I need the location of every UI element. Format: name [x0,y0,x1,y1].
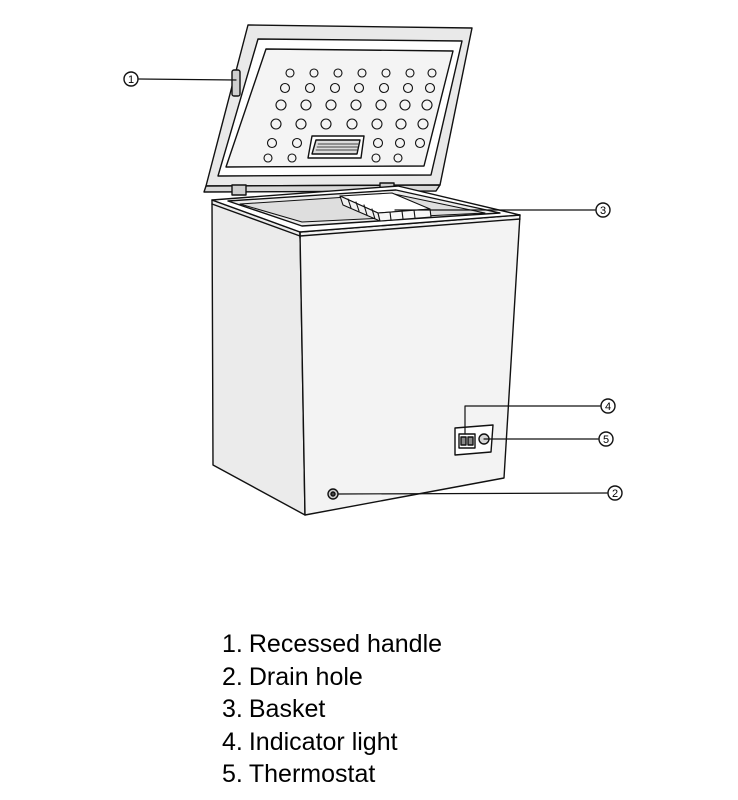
lid-control-panel [307,135,365,159]
svg-text:4: 4 [605,401,611,413]
legend-number: 5. [222,760,243,788]
legend-item-basket: 3. Basket [222,693,442,726]
svg-text:3: 3 [600,205,606,217]
legend-label: Basket [248,695,326,723]
legend-number: 1. [222,630,243,658]
leader-lines [138,78,608,495]
svg-text:5: 5 [603,434,609,446]
legend-label: Recessed handle [248,630,443,658]
freezer-lid [203,24,473,196]
legend-item-indicator-light: 4. Indicator light [222,726,442,759]
legend-item-drain-hole: 2. Drain hole [222,661,442,694]
parts-legend: 1. Recessed handle 2. Drain hole 3. Bask… [222,628,442,791]
basket [339,192,432,222]
legend-label: Indicator light [248,727,398,756]
legend-item-recessed-handle: 1. Recessed handle [222,628,442,661]
legend-number: 2. [222,662,243,691]
callout-marker-1: 1 [123,71,139,87]
legend-label: Drain hole [248,662,363,691]
callout-marker-2: 2 [607,485,623,501]
legend-number: 4. [222,727,243,756]
control-panel [454,424,494,456]
drain-hole-part [327,488,339,500]
chest-freezer-diagram: 1 2 3 4 5 [123,24,623,516]
legend-label: Thermostat [248,760,376,788]
legend-item-thermostat: 5. Thermostat [222,758,442,791]
lid-hinge-left [231,184,247,196]
svg-text:1: 1 [128,74,134,86]
callout-marker-5: 5 [598,431,614,447]
legend-number: 3. [222,695,243,723]
recessed-handle-part [231,69,241,97]
freezer-cabinet [211,185,521,516]
callout-marker-3: 3 [595,202,611,218]
callout-marker-4: 4 [600,398,616,414]
lid-vent-pattern [263,68,437,163]
svg-text:2: 2 [612,488,618,500]
